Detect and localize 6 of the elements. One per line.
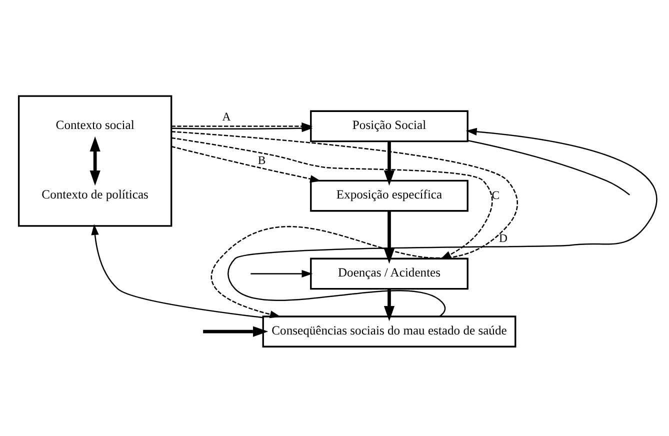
edge-label: A <box>222 110 231 124</box>
node-text: Contexto de políticas <box>42 188 148 202</box>
edge-label: B <box>258 154 266 168</box>
edge-label: C <box>492 188 500 202</box>
edge-label: D <box>498 232 508 246</box>
node-text: Contexto social <box>56 118 134 132</box>
